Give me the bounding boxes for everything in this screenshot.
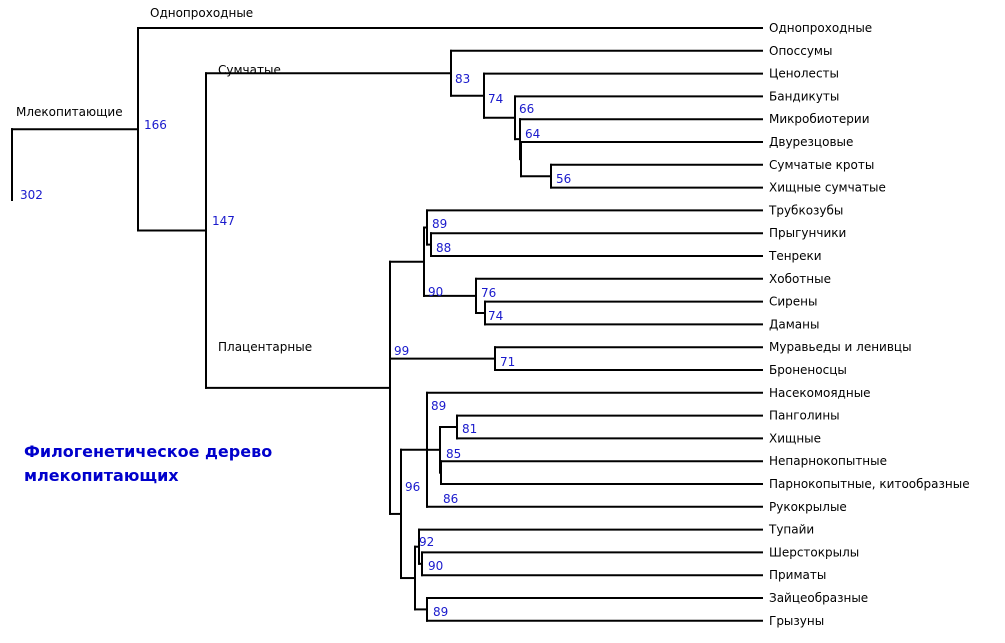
clade-label-monotremes: Однопроходные [150,6,253,20]
node-value-n81: 81 [462,422,477,436]
node-value-root: 302 [20,188,43,202]
leaf-label-12: Хоботные [769,272,831,286]
node-value-n89a: 89 [432,217,447,231]
leaf-label-13: Сирены [769,295,818,309]
leaf-label-21: Парнокопытные, китообразные [769,477,970,491]
leaf-label-6: Двурезцовые [769,135,853,149]
clade-label-marsupials: Сумчатые [218,63,281,77]
node-value-n85: 85 [446,447,461,461]
clade-label-root: Млекопитающие [16,105,123,119]
node-value-n86: 86 [443,492,458,506]
leaf-label-7: Сумчатые кроты [769,158,874,172]
clade-label-placentals: Плацентарные [218,340,312,354]
leaf-label-5: Микробиотерии [769,112,870,126]
leaf-label-15: Муравьеды и ленивцы [769,340,912,354]
node-value-n166: 166 [144,118,167,132]
node-value-n71: 71 [500,355,515,369]
leaf-label-8: Хищные сумчатые [769,181,886,195]
leaf-label-3: Ценолесты [769,67,839,81]
leaf-label-26: Зайцеобразные [769,591,868,605]
node-value-n74a: 74 [488,92,503,106]
node-value-n147: 147 [212,214,235,228]
leaf-label-9: Трубкозубы [768,203,843,217]
leaf-label-17: Насекомоядные [769,386,871,400]
leaf-label-23: Тупайи [768,523,814,537]
leaf-label-2: Опоссумы [769,44,832,58]
node-value-n90a: 90 [428,285,443,299]
leaf-label-20: Непарнокопытные [769,454,887,468]
node-value-n99: 99 [394,344,409,358]
node-value-n83: 83 [455,72,470,86]
leaf-label-27: Грызуны [769,614,824,628]
node-value-n90b: 90 [428,559,443,573]
node-value-n96: 96 [405,480,420,494]
node-value-n88: 88 [436,241,451,255]
leaf-label-14: Даманы [769,317,819,331]
leaf-label-18: Панголины [769,409,840,423]
leaf-label-4: Бандикуты [769,89,839,103]
leaf-label-10: Прыгунчики [769,226,846,240]
node-value-n74b: 74 [488,309,503,323]
leaf-label-19: Хищные [769,431,821,445]
leaf-label-25: Приматы [769,568,826,582]
node-value-n92: 92 [419,535,434,549]
caption-line-1: Филогенетическое дерево [24,442,273,461]
node-value-n76: 76 [481,286,496,300]
node-value-n64: 64 [525,127,540,141]
node-value-n89c: 89 [433,605,448,619]
tree-branches [11,27,763,622]
node-value-n66: 66 [519,102,534,116]
leaf-label-16: Броненосцы [769,363,847,377]
node-values: 56 64 66 74 83 88 89 74 76 90 71 81 86 85 89 90 89 92 96 99… [20,72,571,619]
leaf-label-22: Рукокрылые [769,500,847,514]
clade-labels: Млекопитающие ОднопроходныеСумчатыеПлацен… [16,6,312,354]
leaf-label-24: Шерстокрылы [769,545,859,559]
node-value-n56: 56 [556,172,571,186]
leaf-label-11: Тенреки [768,249,822,263]
leaf-label-1: Однопроходные [769,21,872,35]
leaf-labels: ОднопроходныеОпоссумыЦенолестыБандикутыМ… [768,21,970,628]
caption-line-2: млекопитающих [24,466,179,485]
node-value-n89b: 89 [431,399,446,413]
tree-caption: Филогенетическое дерево млекопитающих [24,440,272,488]
